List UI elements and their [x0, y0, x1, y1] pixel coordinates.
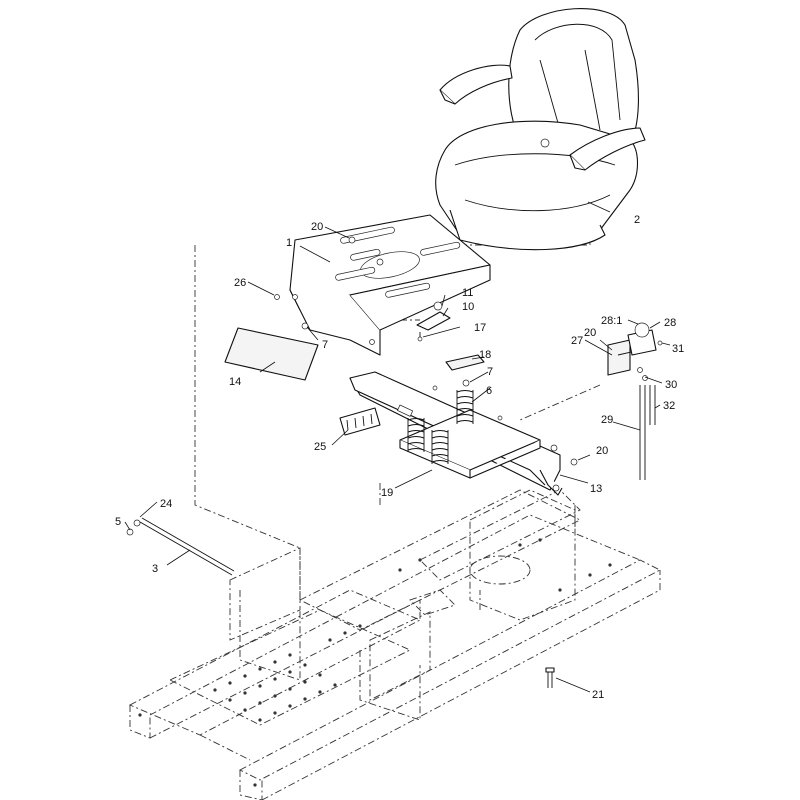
spring: [456, 390, 474, 424]
callout-13: 13: [590, 483, 602, 495]
frame-holes: [138, 538, 612, 787]
callout-26: 26: [234, 277, 246, 289]
callout-24: 24: [160, 498, 172, 510]
nut-20b: [550, 444, 558, 452]
decal: [224, 327, 319, 381]
spring: [407, 418, 425, 452]
callout-30: 30: [665, 379, 677, 391]
nut-26: [274, 294, 280, 300]
bracket: [339, 407, 381, 436]
seat-switch-assembly: [607, 322, 663, 480]
callout-28: 28: [664, 317, 676, 329]
callout-6: 6: [486, 385, 492, 397]
latch-bracket: [416, 301, 451, 331]
nut-20: [348, 236, 356, 244]
leader-lines: [124, 201, 671, 693]
seat: [435, 8, 646, 251]
callout-27: 27: [571, 335, 583, 347]
bolt-21: [545, 667, 555, 688]
callout-28-1: 28:1: [601, 315, 622, 327]
callout-18: 18: [479, 349, 491, 361]
callout-29: 29: [601, 414, 613, 426]
callout-7-right: 7: [487, 366, 493, 378]
screw: [417, 332, 423, 342]
callout-1: 1: [286, 237, 292, 249]
callout-20-top: 20: [311, 221, 323, 233]
rod: [126, 517, 235, 576]
callout-21: 21: [592, 689, 604, 701]
callout-11: 11: [462, 287, 473, 299]
seat-mounting-plate: [289, 214, 491, 356]
nut-20c: [570, 458, 578, 466]
callout-32: 32: [663, 400, 675, 412]
callout-7-left: 7: [322, 339, 328, 351]
callout-20-switch: 20: [584, 327, 596, 339]
callout-14: 14: [229, 376, 241, 388]
nut-7: [462, 379, 470, 387]
callout-19: 19: [381, 487, 393, 499]
chassis-frame: [128, 230, 661, 800]
callout-17: 17: [474, 322, 486, 334]
callout-5: 5: [115, 516, 121, 528]
callout-labels: 1 2 3 5 6 7 7 10 11 13 14 17 18 19 20 20…: [115, 214, 684, 701]
callout-25: 25: [314, 441, 326, 453]
callout-3: 3: [152, 563, 158, 575]
callout-20-right: 20: [596, 445, 608, 457]
callout-10: 10: [462, 301, 474, 313]
suspension-crossmember: [349, 371, 563, 496]
callout-2: 2: [634, 214, 640, 226]
callout-31: 31: [672, 343, 684, 355]
spring: [431, 430, 449, 464]
